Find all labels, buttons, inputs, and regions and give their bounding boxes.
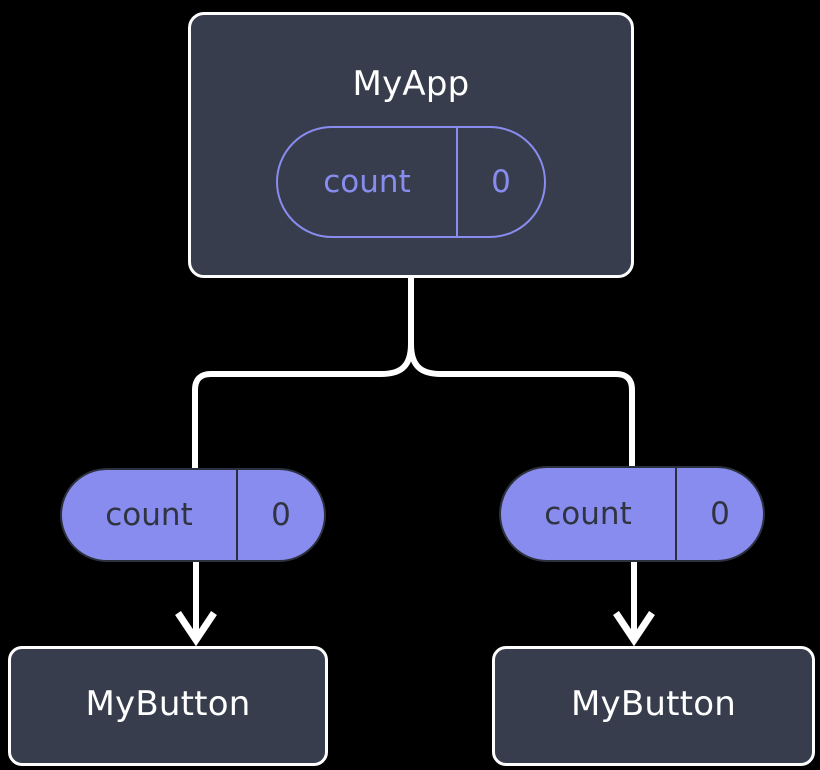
props-pill-value: 0: [710, 495, 730, 532]
state-pill-key: count: [278, 128, 458, 236]
props-pill-count-left[interactable]: count 0: [60, 468, 326, 562]
component-box-mybutton-left[interactable]: MyButton: [8, 646, 328, 766]
state-pill-count[interactable]: count 0: [276, 126, 546, 238]
props-pill-value: 0: [271, 496, 291, 533]
connector-branch-left: [192, 341, 414, 471]
component-title: MyButton: [85, 684, 251, 724]
component-title: MyApp: [352, 64, 470, 104]
arrow-head-right-icon: [613, 611, 655, 647]
props-pill-count-right[interactable]: count 0: [499, 466, 765, 562]
state-pill-value: 0: [491, 163, 511, 200]
arrow-head-left-icon: [175, 611, 217, 647]
props-pill-key: count: [62, 470, 238, 560]
component-box-mybutton-right[interactable]: MyButton: [492, 646, 815, 766]
component-title: MyButton: [571, 684, 736, 724]
connector-branch-right: [408, 341, 635, 469]
props-pill-key: count: [501, 468, 677, 560]
